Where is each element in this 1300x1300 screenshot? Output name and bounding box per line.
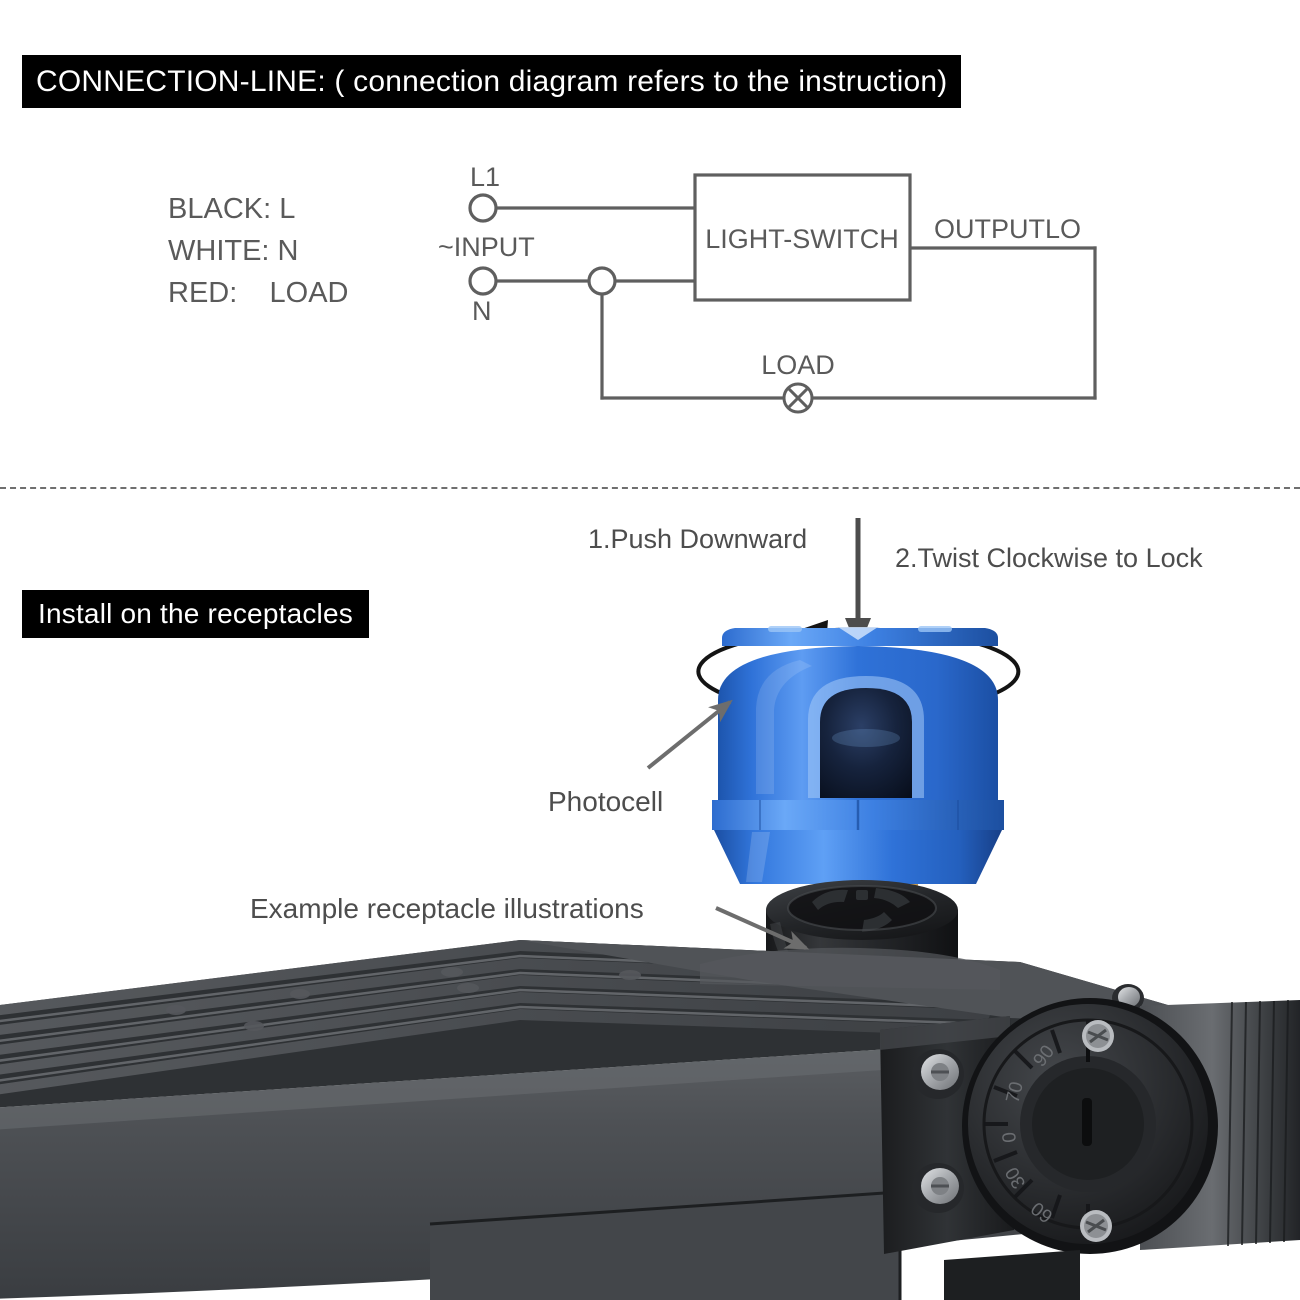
svg-text:0: 0 [999, 1131, 1021, 1144]
step-1-label: 1.Push Downward [588, 524, 808, 554]
legend-red: RED: LOAD [168, 277, 349, 309]
mount-bolts [912, 984, 1144, 1213]
product-photo-illustration: 90 70 0 30 60 [0, 518, 1300, 1300]
photocell-leader-arrow [646, 699, 733, 770]
terminal-n-circle [468, 266, 498, 296]
legend-white: WHITE: N [168, 235, 299, 267]
photocell-device [712, 626, 1004, 922]
mount-base-plate [944, 1250, 1080, 1300]
tube-knurling [1227, 999, 1289, 1247]
terminal-l1-circle [468, 193, 498, 223]
step-2-label: 2.Twist Clockwise to Lock [895, 543, 1203, 573]
wiring-diagram: L1 ~INPUT N LIGHT-SWITCH OUTPUTLO LOAD [438, 162, 1097, 414]
tilt-angle-dial: 90 70 0 30 60 [962, 998, 1218, 1254]
callout-photocell-label: Photocell [548, 786, 664, 817]
load-lamp-symbol [782, 382, 814, 414]
receptacle-contact-slots [812, 888, 910, 932]
section-divider [0, 487, 1300, 489]
dial-screws [1080, 1020, 1114, 1242]
install-receptacles-banner: Install on the receptacles [22, 590, 369, 638]
legend-black: BLACK: L [168, 193, 296, 225]
photocell-alignment-notch [838, 627, 878, 640]
svg-text:70: 70 [1002, 1080, 1027, 1106]
callout-leaders [646, 699, 810, 950]
fixture-access-panel [430, 1192, 900, 1300]
wire-color-legend: BLACK: L WHITE: N RED: LOAD [168, 188, 349, 314]
connection-line-banner: CONNECTION-LINE: ( connection diagram re… [22, 55, 962, 108]
junction-node-circle [587, 266, 617, 296]
label-input: ~INPUT [438, 232, 535, 262]
photocell-base [714, 830, 1002, 884]
dial-slot [1082, 1098, 1092, 1146]
label-load: LOAD [761, 350, 835, 380]
label-light-switch: LIGHT-SWITCH [705, 224, 899, 254]
slipfitter-mount: 90 70 0 30 60 [880, 984, 1300, 1300]
light-switch-box [693, 173, 912, 302]
label-outputlo: OUTPUTLO [934, 214, 1081, 244]
label-l1: L1 [470, 162, 500, 192]
receptacle-leader-arrow [715, 906, 810, 950]
photocell-sensor-window [820, 688, 912, 798]
label-n: N [472, 296, 492, 326]
callout-receptacles-label: Example receptacle illustrations [250, 893, 644, 924]
